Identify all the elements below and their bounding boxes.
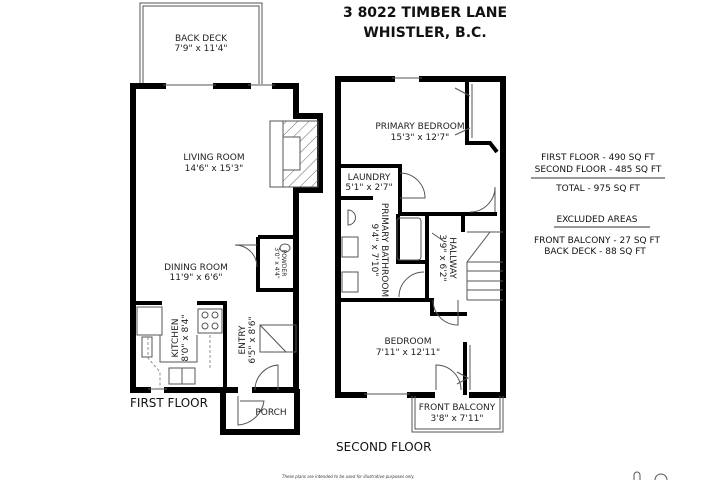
room-name-bedroom: BEDROOM [385, 337, 432, 347]
room-name-powder: POWDER [280, 250, 287, 277]
disclaimer: These plans are intended to be used for … [282, 474, 415, 479]
room-dims-laundry: 5'1" x 2'7" [345, 183, 392, 193]
room-dims-hallway: 3'9" x 6'2" [437, 234, 447, 281]
room-dims-front-balcony: 3'8" x 7'11" [431, 414, 484, 424]
second-floor-label: SECOND FLOOR [336, 440, 431, 454]
room-name-primary-bathroom: PRIMARY BATHROOM [379, 203, 389, 297]
room-name-hallway: HALLWAY [447, 237, 457, 279]
back-deck-outline [139, 2, 263, 84]
room-name-entry: ENTRY [238, 325, 248, 355]
address-line-2: WHISTLER, B.C. [363, 25, 486, 41]
area-back-deck: BACK DECK - 88 SQ FT [544, 247, 646, 257]
room-dims-dining-room: 11'9" x 6'6" [170, 273, 223, 283]
excluded-areas-heading: EXCLUDED AREAS [556, 215, 637, 225]
area-second-floor: SECOND FLOOR - 485 SQ FT [535, 165, 662, 175]
area-first-floor: FIRST FLOOR - 490 SQ FT [541, 153, 655, 163]
room-name-back-deck: BACK DECK [175, 34, 228, 44]
first-floor-plan [130, 2, 323, 435]
room-name-living-room: LIVING ROOM [183, 153, 244, 163]
second-floor-plan [335, 76, 506, 433]
room-name-kitchen: KITCHEN [171, 319, 181, 358]
area-front-balcony: FRONT BALCONY - 27 SQ FT [534, 236, 661, 246]
room-name-front-balcony: FRONT BALCONY [419, 403, 496, 413]
room-name-porch: PORCH [255, 408, 286, 418]
room-name-dining-room: DINING ROOM [164, 263, 228, 273]
room-dims-primary-bathroom: 9'4" x 7'10" [369, 224, 379, 277]
room-dims-kitchen: 8'0" x 8'4" [181, 314, 191, 361]
room-dims-bedroom: 7'11" x 12'11" [376, 348, 440, 358]
first-floor-label: FIRST FLOOR [130, 396, 208, 410]
room-dims-back-deck: 7'9" x 11'4" [175, 44, 228, 54]
room-name-primary-bedroom: PRIMARY BEDROOM [375, 122, 464, 132]
room-dims-entry: 6'5" x 8'6" [248, 316, 258, 363]
room-dims-living-room: 14'6" x 15'3" [185, 164, 244, 174]
area-total: TOTAL - 975 SQ FT [555, 184, 640, 194]
room-dims-powder: 3'0" x 4'4" [273, 247, 280, 279]
address-line-1: 3 8022 TIMBER LANE [343, 5, 507, 21]
room-name-laundry: LAUNDRY [348, 173, 391, 183]
room-dims-primary-bedroom: 15'3" x 12'7" [391, 133, 450, 143]
logo-icon [633, 471, 668, 480]
